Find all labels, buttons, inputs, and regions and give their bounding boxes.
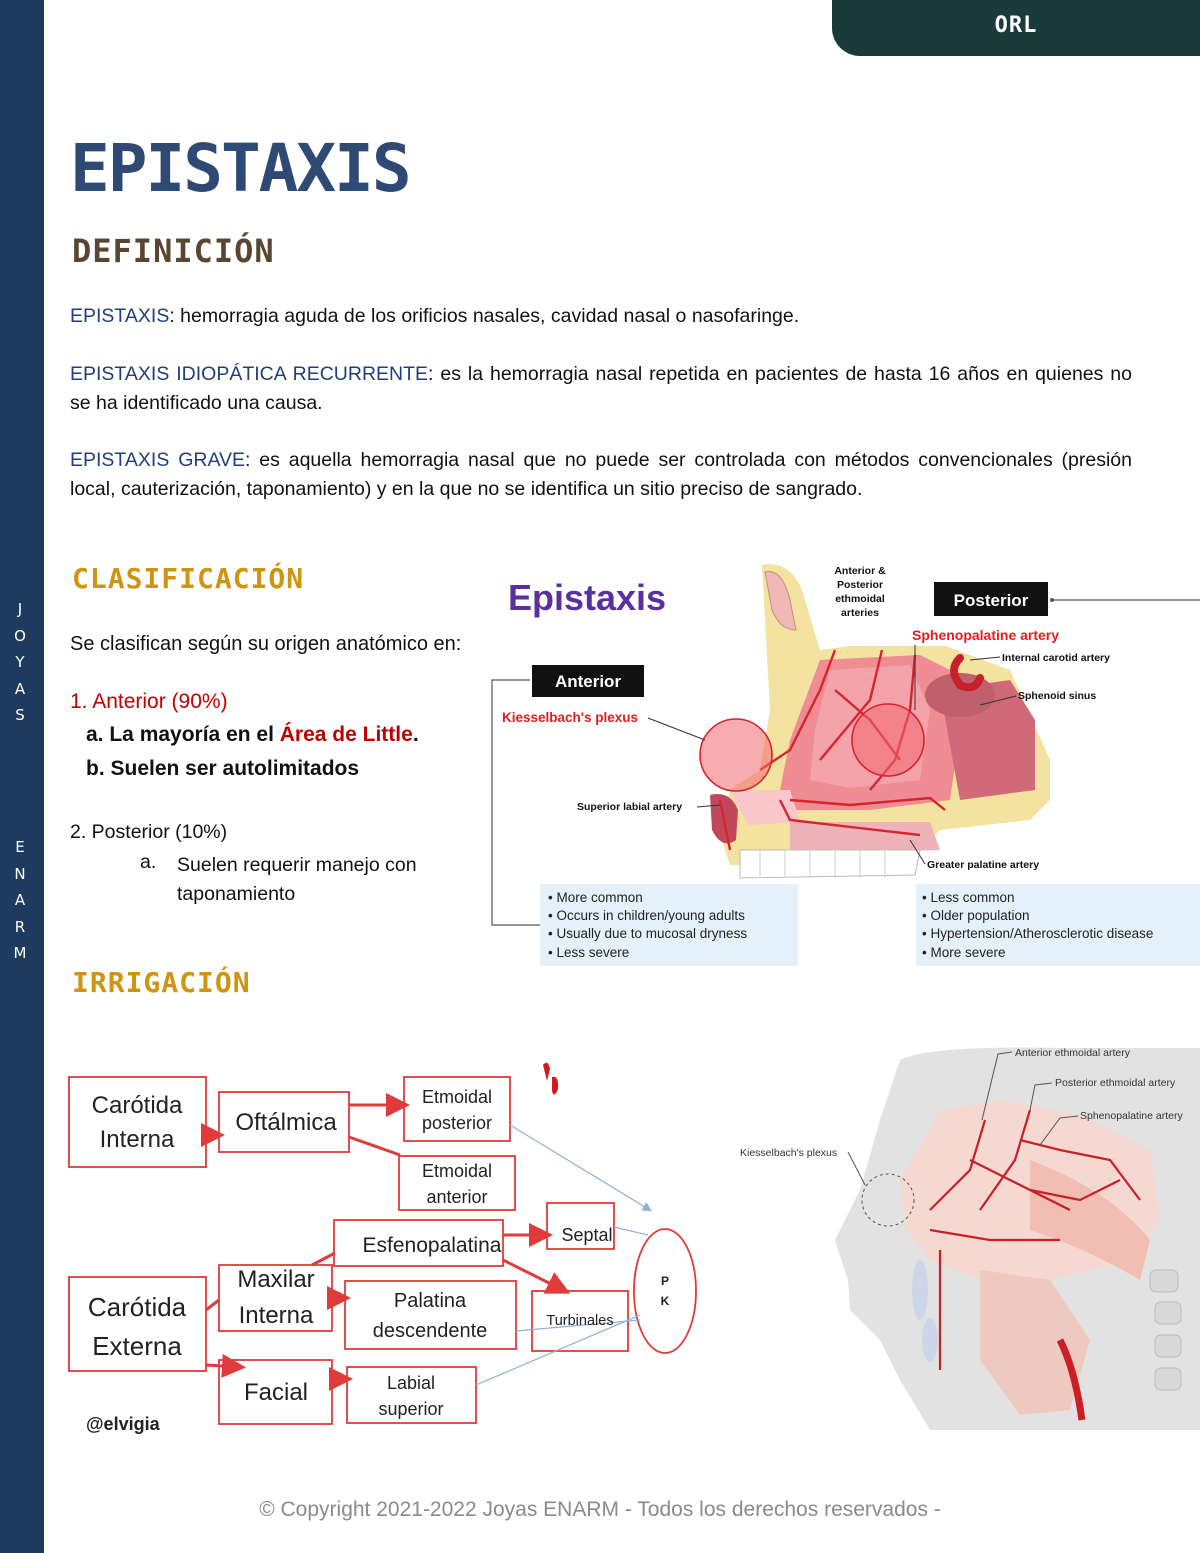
svg-text:• Older population: • Older population [922,908,1030,923]
svg-text:Carótida: Carótida [88,1292,187,1322]
svg-text:Septal: Septal [561,1225,612,1245]
anterior-label: Anterior [555,672,622,691]
svg-text:• Less severe: • Less severe [548,945,629,960]
svg-text:Palatina: Palatina [394,1290,467,1312]
svg-text:Labial: Labial [387,1373,435,1393]
svg-text:Turbinales: Turbinales [546,1313,613,1329]
svg-text:Etmoidal: Etmoidal [422,1161,492,1181]
svg-text:Sphenopalatine artery: Sphenopalatine artery [1080,1110,1183,1122]
svg-text:Anterior ethmoidal artery: Anterior ethmoidal artery [1015,1047,1131,1059]
classification-posterior-a-label: a. [140,851,157,873]
svg-text:Kiesselbach's plexus: Kiesselbach's plexus [740,1147,837,1159]
posterior-label: Posterior [954,591,1029,610]
svg-text:• Less common: • Less common [922,890,1015,905]
definition-item-1: EPISTAXIS: hemorragia aguda de los orifi… [70,305,800,327]
svg-text:Carótida: Carótida [92,1092,183,1119]
definition-heading: DEFINICIÓN [72,232,275,270]
classification-posterior: 2. Posterior (10%) [70,821,228,843]
svg-text:posterior: posterior [422,1113,492,1133]
classification-anterior-a: a. La mayoría en el Área de Little. [86,723,419,746]
definition-term: EPISTAXIS IDIOPÁTICA RECURRENTE [70,363,429,385]
definition-term: EPISTAXIS [70,305,170,327]
svg-text:Oftálmica: Oftálmica [235,1109,337,1136]
svg-text:Externa: Externa [92,1331,182,1361]
classification-intro: Se clasifican según su origen anatómico … [70,633,462,655]
svg-text:Anterior &: Anterior & [834,565,886,577]
definition-item-3: EPISTAXIS GRAVE: es aquella hemorragia n… [70,449,1132,500]
definition-item-2: EPISTAXIS IDIOPÁTICA RECURRENTE: es la h… [70,363,1132,414]
sphenopalatine-label: Sphenopalatine artery [912,627,1059,643]
svg-text:Etmoidal: Etmoidal [422,1087,492,1107]
page-title: EPISTAXIS [70,130,412,207]
svg-text:K: K [661,1294,670,1308]
svg-text:Interna: Interna [100,1126,175,1153]
epistaxis-anatomy-figure: Epistaxis Anterior Posterior Kiesselbach… [491,564,1200,966]
svg-text:Posterior: Posterior [837,579,883,591]
svg-text:Esfenopalatina: Esfenopalatina [363,1234,502,1257]
svg-text:ethmoidal: ethmoidal [835,593,885,605]
sidebar-band [0,0,44,1553]
svg-text:P: P [661,1274,669,1288]
nasal-vasculature-figure: Anterior ethmoidal artery Posterior ethm… [740,1047,1200,1430]
definition-term: EPISTAXIS GRAVE [70,449,246,471]
greater-palatine-label: Greater palatine artery [927,859,1039,871]
svg-text:• More severe: • More severe [922,945,1006,960]
irrigation-flowchart: Carótida Interna Oftálmica Etmoidal post… [68,1062,697,1425]
irrigation-heading: IRRIGACIÓN [72,966,251,999]
copyright-footer: © Copyright 2021-2022 Joyas ENARM - Todo… [259,1498,941,1521]
sphenoid-sinus-label: Sphenoid sinus [1018,690,1096,702]
svg-text:Interna: Interna [239,1302,314,1329]
svg-text:• Hypertension/Atherosclerotic: • Hypertension/Atherosclerotic disease [922,926,1153,941]
svg-text:Posterior ethmoidal artery: Posterior ethmoidal artery [1055,1077,1176,1089]
svg-text:arteries: arteries [841,607,879,619]
svg-text:Maxilar: Maxilar [237,1266,314,1293]
internal-carotid-label: Internal carotid artery [1002,652,1110,664]
svg-text:anterior: anterior [426,1187,487,1207]
figure-title: Epistaxis [508,577,666,618]
specialty-tag: ORL [832,0,1200,56]
superior-labial-label: Superior labial artery [577,801,682,813]
svg-text:Facial: Facial [244,1379,308,1406]
classification-heading: CLASIFICACIÓN [72,562,305,595]
classification-anterior-b: b. Suelen ser autolimitados [86,757,360,780]
svg-text:descendente: descendente [373,1320,488,1342]
classification-posterior-a: Suelen requerir manejo con taponamiento [177,854,417,905]
kiesselbach-label: Kiesselbach's plexus [502,710,638,725]
svg-text:• Usually due to mucosal dryne: • Usually due to mucosal dryness [548,926,747,941]
author-handle: @elvigia [86,1414,160,1434]
classification-anterior: 1. Anterior (90%) [70,690,228,713]
svg-text:• Occurs in children/young adu: • Occurs in children/young adults [548,908,745,923]
svg-text:superior: superior [378,1399,443,1419]
svg-text:• More common: • More common [548,890,643,905]
